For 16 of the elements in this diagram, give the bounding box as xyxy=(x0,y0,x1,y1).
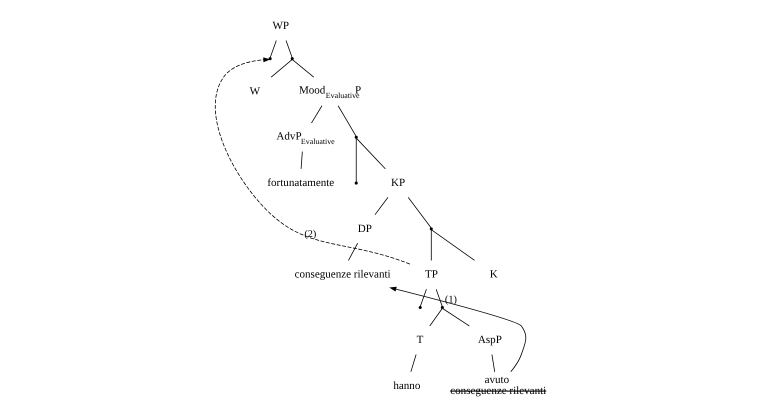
node-text: avuto conseguenze rilevanti xyxy=(450,374,546,398)
node-text: AdvP$_{Evaluative}$ xyxy=(276,130,334,146)
node-text: T xyxy=(416,334,423,346)
node-text: TP xyxy=(424,268,438,281)
edge-label: (2) xyxy=(304,229,316,240)
node-text: hanno xyxy=(392,380,420,392)
node-text: W xyxy=(249,85,260,98)
node-text: conseguenze rilevanti xyxy=(294,268,390,281)
node-text: KP xyxy=(390,177,405,190)
node-text: DP xyxy=(357,222,372,235)
edge-label: (1) xyxy=(444,294,456,306)
node-text: AspP xyxy=(477,334,502,346)
node-text: K xyxy=(489,268,498,281)
node-text: WP xyxy=(272,20,289,32)
node-text: fortunatamente xyxy=(266,177,334,190)
node-text: Mood$_{Evaluative}$P xyxy=(298,84,361,100)
